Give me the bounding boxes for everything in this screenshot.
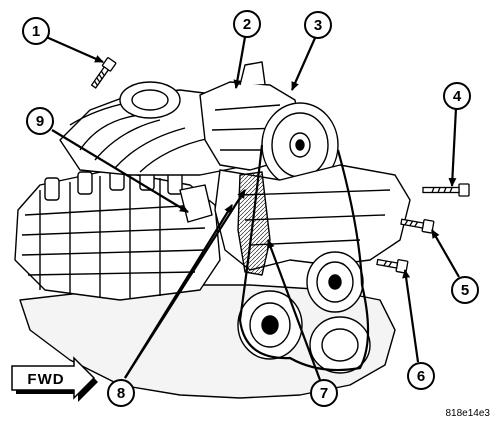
valve-cover-left bbox=[21, 174, 206, 298]
drive-belt bbox=[238, 144, 370, 372]
callout-1-label: 1 bbox=[32, 23, 40, 40]
leader-8b bbox=[124, 204, 233, 379]
callout-3-label: 3 bbox=[314, 17, 322, 34]
callout-9: 9 bbox=[26, 107, 54, 135]
bolt-4 bbox=[422, 183, 470, 197]
leader-1 bbox=[43, 34, 104, 64]
crank-pulley bbox=[237, 290, 303, 360]
bolt-1 bbox=[90, 57, 117, 89]
fwd-arrow-body bbox=[11, 356, 96, 400]
callout-8: 8 bbox=[107, 379, 135, 407]
forward-direction-arrow: FWD bbox=[11, 356, 98, 402]
callout-2: 2 bbox=[233, 10, 261, 38]
callout-9-label: 9 bbox=[36, 113, 44, 130]
figure-id: 818e14e3 bbox=[446, 408, 491, 419]
bolts bbox=[90, 57, 470, 274]
lower-pulley bbox=[309, 316, 371, 374]
leader-7 bbox=[266, 239, 322, 381]
bolt-5 bbox=[400, 218, 435, 234]
callout-4-label: 4 bbox=[453, 88, 462, 105]
power-steering-pulley bbox=[261, 102, 339, 188]
mounting-bracket bbox=[237, 171, 271, 276]
bolt-6 bbox=[376, 258, 409, 274]
engine-artwork bbox=[14, 61, 411, 399]
callout-2-label: 2 bbox=[243, 16, 251, 33]
leader-3 bbox=[290, 37, 317, 91]
callout-5-label: 5 bbox=[461, 282, 469, 299]
callout-4: 4 bbox=[443, 82, 471, 110]
leader-6 bbox=[402, 269, 420, 363]
callout-8-label: 8 bbox=[117, 385, 125, 402]
reservoir-tube bbox=[239, 61, 266, 86]
callout-3: 3 bbox=[304, 11, 332, 39]
fwd-label: FWD bbox=[27, 371, 64, 388]
leader-2 bbox=[233, 36, 247, 89]
callout-5: 5 bbox=[451, 276, 479, 304]
leader-4 bbox=[448, 107, 458, 187]
idler-pulley bbox=[306, 251, 364, 313]
throttle-body bbox=[119, 81, 181, 119]
engine-block-lower bbox=[19, 284, 396, 399]
leader-lines bbox=[43, 34, 460, 381]
callout-7-label: 7 bbox=[320, 385, 328, 402]
callout-1: 1 bbox=[22, 17, 50, 45]
leader-9 bbox=[51, 129, 189, 213]
callout-6-label: 6 bbox=[417, 368, 425, 385]
leader-5 bbox=[431, 229, 460, 278]
callout-6: 6 bbox=[407, 362, 435, 390]
callout-7: 7 bbox=[310, 379, 338, 407]
